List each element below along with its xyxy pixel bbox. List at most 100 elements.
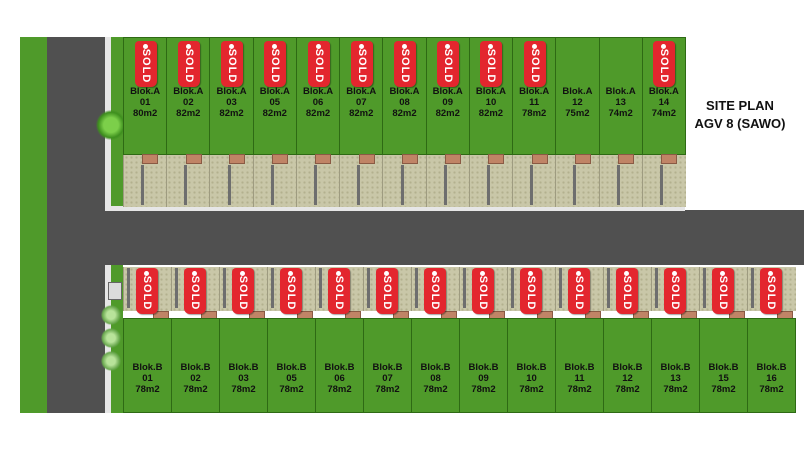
title-line-2: AGV 8 (SAWO)	[694, 116, 786, 131]
lot-planter	[401, 154, 418, 164]
sold-tag-label: SOLD	[669, 276, 681, 311]
lot-area: 78m2	[135, 384, 160, 395]
lot-number: 09	[478, 373, 489, 384]
lot-number: 11	[574, 373, 585, 384]
sold-tag-label: SOLD	[621, 276, 633, 311]
lot-area: 78m2	[423, 384, 448, 395]
lot-block: Blok.B	[132, 362, 163, 373]
lot-block: Blok.A	[130, 86, 161, 97]
tree-icon	[96, 110, 126, 140]
lot-planter	[358, 154, 375, 164]
lot-block: Blok.B	[708, 362, 739, 373]
sold-tag-label: SOLD	[528, 49, 541, 84]
sold-tag-label: SOLD	[485, 49, 498, 84]
lot-block: Blok.A	[216, 86, 247, 97]
lot-area: 78m2	[522, 108, 547, 119]
lot-area: 78m2	[711, 384, 736, 395]
lot-block: Blok.B	[372, 362, 403, 373]
lot-number: 05	[269, 97, 281, 108]
shrub-icon	[101, 351, 121, 371]
title-line-1: SITE PLAN	[706, 98, 774, 113]
lot-block: Blok.B	[564, 362, 595, 373]
sold-tag-label: SOLD	[525, 276, 537, 311]
lot-area: 82m2	[305, 108, 331, 119]
lot-area: 82m2	[219, 108, 244, 119]
lot-block: Blok.B	[516, 362, 547, 373]
sold-tag-label: SOLD	[312, 49, 325, 84]
sidewalk-top	[105, 206, 685, 211]
sold-tag: SOLD	[280, 268, 302, 314]
sold-tag: SOLD	[568, 268, 590, 314]
lot-gate	[573, 165, 577, 205]
lot-number: 02	[190, 373, 201, 384]
lot-gate	[654, 268, 658, 308]
lot-area: 75m2	[565, 108, 590, 119]
lot-gate	[487, 165, 490, 205]
lot-block: Blok.B	[420, 362, 451, 373]
lot-gate	[443, 165, 447, 205]
sold-tag-label: SOLD	[429, 276, 441, 311]
lot-block: Blok.B	[468, 362, 499, 373]
lot-area: 78m2	[327, 384, 352, 395]
lot-area: 78m2	[471, 384, 496, 395]
lot-driveway	[295, 155, 341, 207]
lot-area: 78m2	[759, 384, 784, 395]
lot-driveway	[512, 155, 557, 207]
lot-area: 78m2	[519, 384, 544, 395]
sold-tag: SOLD	[350, 41, 373, 87]
lot-area: 78m2	[375, 384, 400, 395]
lot-block: Blok.A	[259, 86, 290, 97]
sold-tag: SOLD	[472, 268, 494, 314]
lot-number: 15	[718, 373, 729, 384]
sold-tag-label: SOLD	[285, 276, 297, 311]
lot-gate	[400, 165, 404, 205]
sold-tag: SOLD	[177, 41, 200, 87]
lot-driveway	[641, 155, 686, 207]
lot-gate	[659, 165, 663, 205]
lot-number: 01	[142, 373, 153, 384]
sold-tag-label: SOLD	[189, 276, 201, 311]
lot-planter	[617, 154, 634, 164]
lot-block: Blok.A	[605, 86, 636, 97]
lot-block: Blok.B	[228, 362, 259, 373]
lot-block: Blok.B	[324, 362, 355, 373]
main-road-vertical	[47, 37, 105, 413]
lot-area: 82m2	[349, 108, 374, 119]
lot-number: 03	[238, 373, 249, 384]
sold-tag: SOLD	[184, 268, 206, 314]
sold-tag-label: SOLD	[658, 49, 671, 84]
lot-number: 14	[658, 97, 670, 108]
sold-tag-label: SOLD	[355, 49, 368, 84]
lot-number: 03	[226, 97, 237, 108]
sold-tag: SOLD	[134, 41, 157, 87]
lot-gate	[357, 165, 361, 205]
sold-tag-label: SOLD	[381, 276, 393, 311]
lot-number: 12	[622, 373, 633, 384]
lot-area: 74m2	[651, 108, 677, 119]
lot-area: 78m2	[663, 384, 688, 395]
lot-planter	[185, 154, 202, 164]
lot-block: Blok.B	[276, 362, 307, 373]
shrub-icon	[101, 328, 121, 348]
main-road-horizontal	[105, 210, 804, 265]
sold-tag: SOLD	[232, 268, 254, 314]
lot-block: Blok.B	[660, 362, 691, 373]
